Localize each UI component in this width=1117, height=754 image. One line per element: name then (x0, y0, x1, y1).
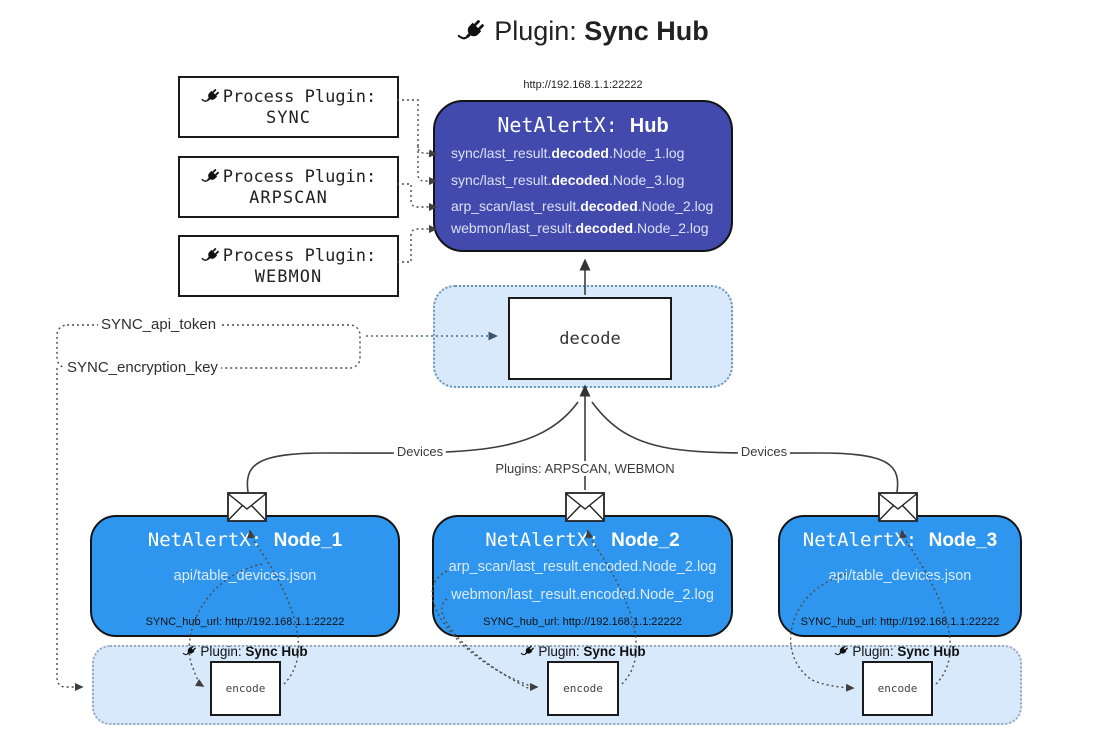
plug-icon (520, 644, 536, 659)
hub-log-line: arp_scan/last_result.decoded.Node_2.log (451, 198, 714, 214)
decode-box: decode (508, 297, 672, 380)
plug-icon (201, 245, 221, 265)
process-plugin-label: Process Plugin: (222, 245, 377, 266)
band-plugin-label: Plugin: Sync Hub (834, 644, 960, 659)
hub-log-line: webmon/last_result.decoded.Node_2.log (451, 220, 709, 236)
envelope-icon (565, 492, 605, 522)
band-plugin-label: Plugin: Sync Hub (520, 644, 646, 659)
node-hub-url: SYNC_hub_url: http://192.168.1.1:22222 (483, 616, 682, 628)
node-hub-url: SYNC_hub_url: http://192.168.1.1:22222 (145, 616, 345, 628)
edge-label-devices-right: Devices (737, 444, 791, 459)
node-hub-url: SYNC_hub_url: http://192.168.1.1:22222 (800, 616, 1000, 628)
sync-encryption-key-label: SYNC_encryption_key (64, 359, 221, 376)
plug-icon (201, 166, 221, 186)
encode-box: encode (547, 661, 619, 716)
process-plugin-box-sync: Process Plugin: SYNC (178, 76, 399, 138)
node-file-line: api/table_devices.json (173, 568, 317, 584)
hub-box: NetAlertX: Hub sync/last_result.decoded.… (433, 100, 733, 252)
encode-box: encode (210, 661, 281, 716)
process-plugin-label: Process Plugin: (222, 86, 377, 107)
plug-icon (201, 86, 221, 106)
process-plugin-box-webmon: Process Plugin: WEBMON (178, 235, 399, 297)
band-plugin-label: Plugin: Sync Hub (182, 644, 308, 659)
node-title: NetAlertX: Node_1 (147, 529, 343, 551)
hub-log-line: sync/last_result.decoded.Node_3.log (451, 172, 685, 188)
sync-api-token-label: SYNC_api_token (98, 316, 220, 333)
decode-container: decode (433, 285, 733, 388)
node-box-1: NetAlertX: Node_1 api/table_devices.json… (90, 515, 400, 637)
process-plugin-name: SYNC (266, 107, 311, 128)
process-plugin-name: WEBMON (254, 266, 323, 287)
hub-log-line: sync/last_result.decoded.Node_1.log (451, 145, 685, 161)
node-title: NetAlertX: Node_3 (802, 529, 998, 551)
node-box-3: NetAlertX: Node_3 api/table_devices.json… (778, 515, 1022, 637)
page-title: Plugin: Sync Hub (383, 16, 783, 47)
encode-box: encode (862, 661, 933, 716)
process-plugin-box-arpscan: Process Plugin: ARPSCAN (178, 156, 399, 218)
node-file-line: webmon/last_result.encoded.Node_2.log (451, 587, 714, 603)
envelope-icon (878, 492, 918, 522)
hub-url-label: http://192.168.1.1:22222 (523, 79, 643, 91)
node-file-line: arp_scan/last_result.encoded.Node_2.log (448, 559, 717, 575)
title-prefix: Plugin: (494, 16, 585, 46)
plug-icon (182, 644, 198, 659)
process-plugin-label: Process Plugin: (222, 166, 377, 187)
node-box-2: NetAlertX: Node_2 arp_scan/last_result.e… (432, 515, 733, 637)
hub-title: NetAlertX: Hub (497, 113, 669, 137)
process-plugin-name: ARPSCAN (249, 187, 328, 208)
node-file-line: api/table_devices.json (828, 568, 972, 584)
plug-icon (457, 16, 487, 46)
edge-label-devices-left: Devices (393, 444, 447, 459)
node-title: NetAlertX: Node_2 (485, 529, 680, 551)
title-bold: Sync Hub (584, 16, 709, 46)
plug-icon (834, 644, 850, 659)
envelope-icon (227, 492, 267, 522)
edge-label-plugins: Plugins: ARPSCAN, WEBMON (492, 461, 678, 476)
